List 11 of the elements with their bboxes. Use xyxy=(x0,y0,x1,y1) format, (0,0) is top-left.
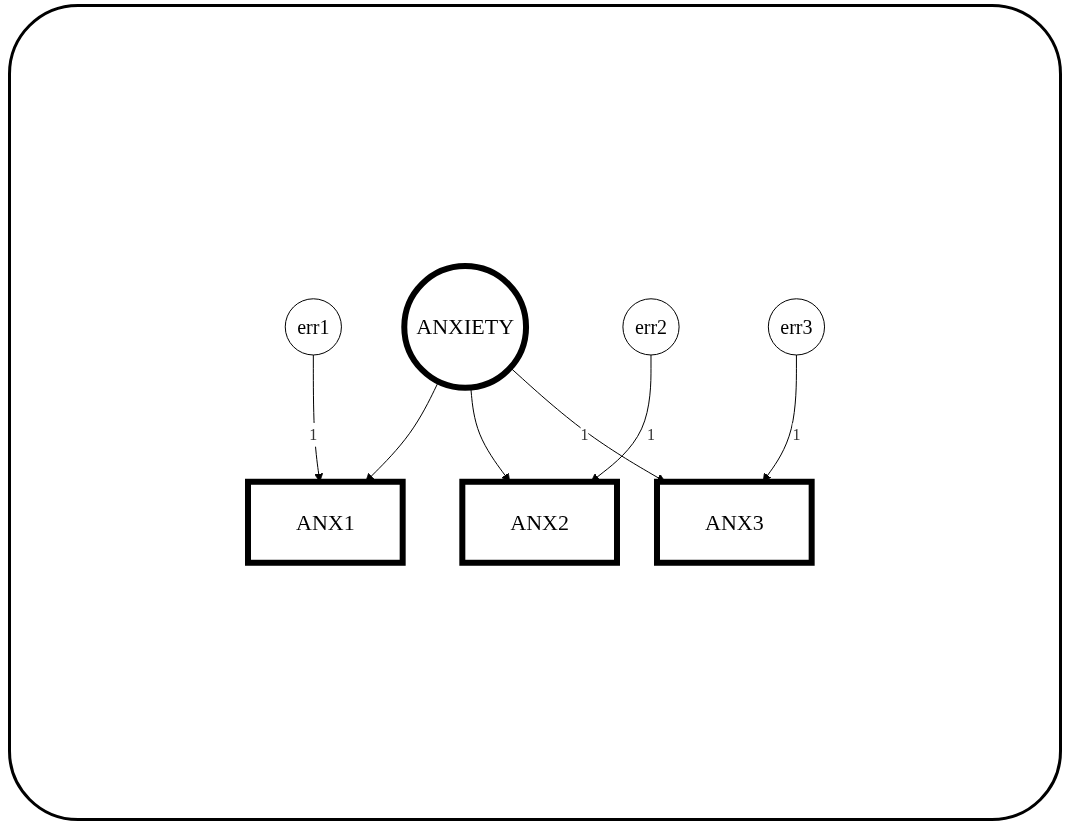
node-circle: ANXIETY xyxy=(401,262,529,391)
node-box: ANX1 xyxy=(244,478,406,566)
edge-label: 1 xyxy=(792,425,801,443)
node-box: ANX2 xyxy=(459,478,620,566)
node-box: ANX3 xyxy=(653,478,815,566)
edge-label: 1 xyxy=(580,425,589,443)
edge-label: 1 xyxy=(646,425,655,443)
node-circle: err2 xyxy=(622,297,680,356)
node-circle: err1 xyxy=(284,297,342,356)
edge-label: 1 xyxy=(309,425,318,443)
node-circle: err3 xyxy=(767,297,825,356)
